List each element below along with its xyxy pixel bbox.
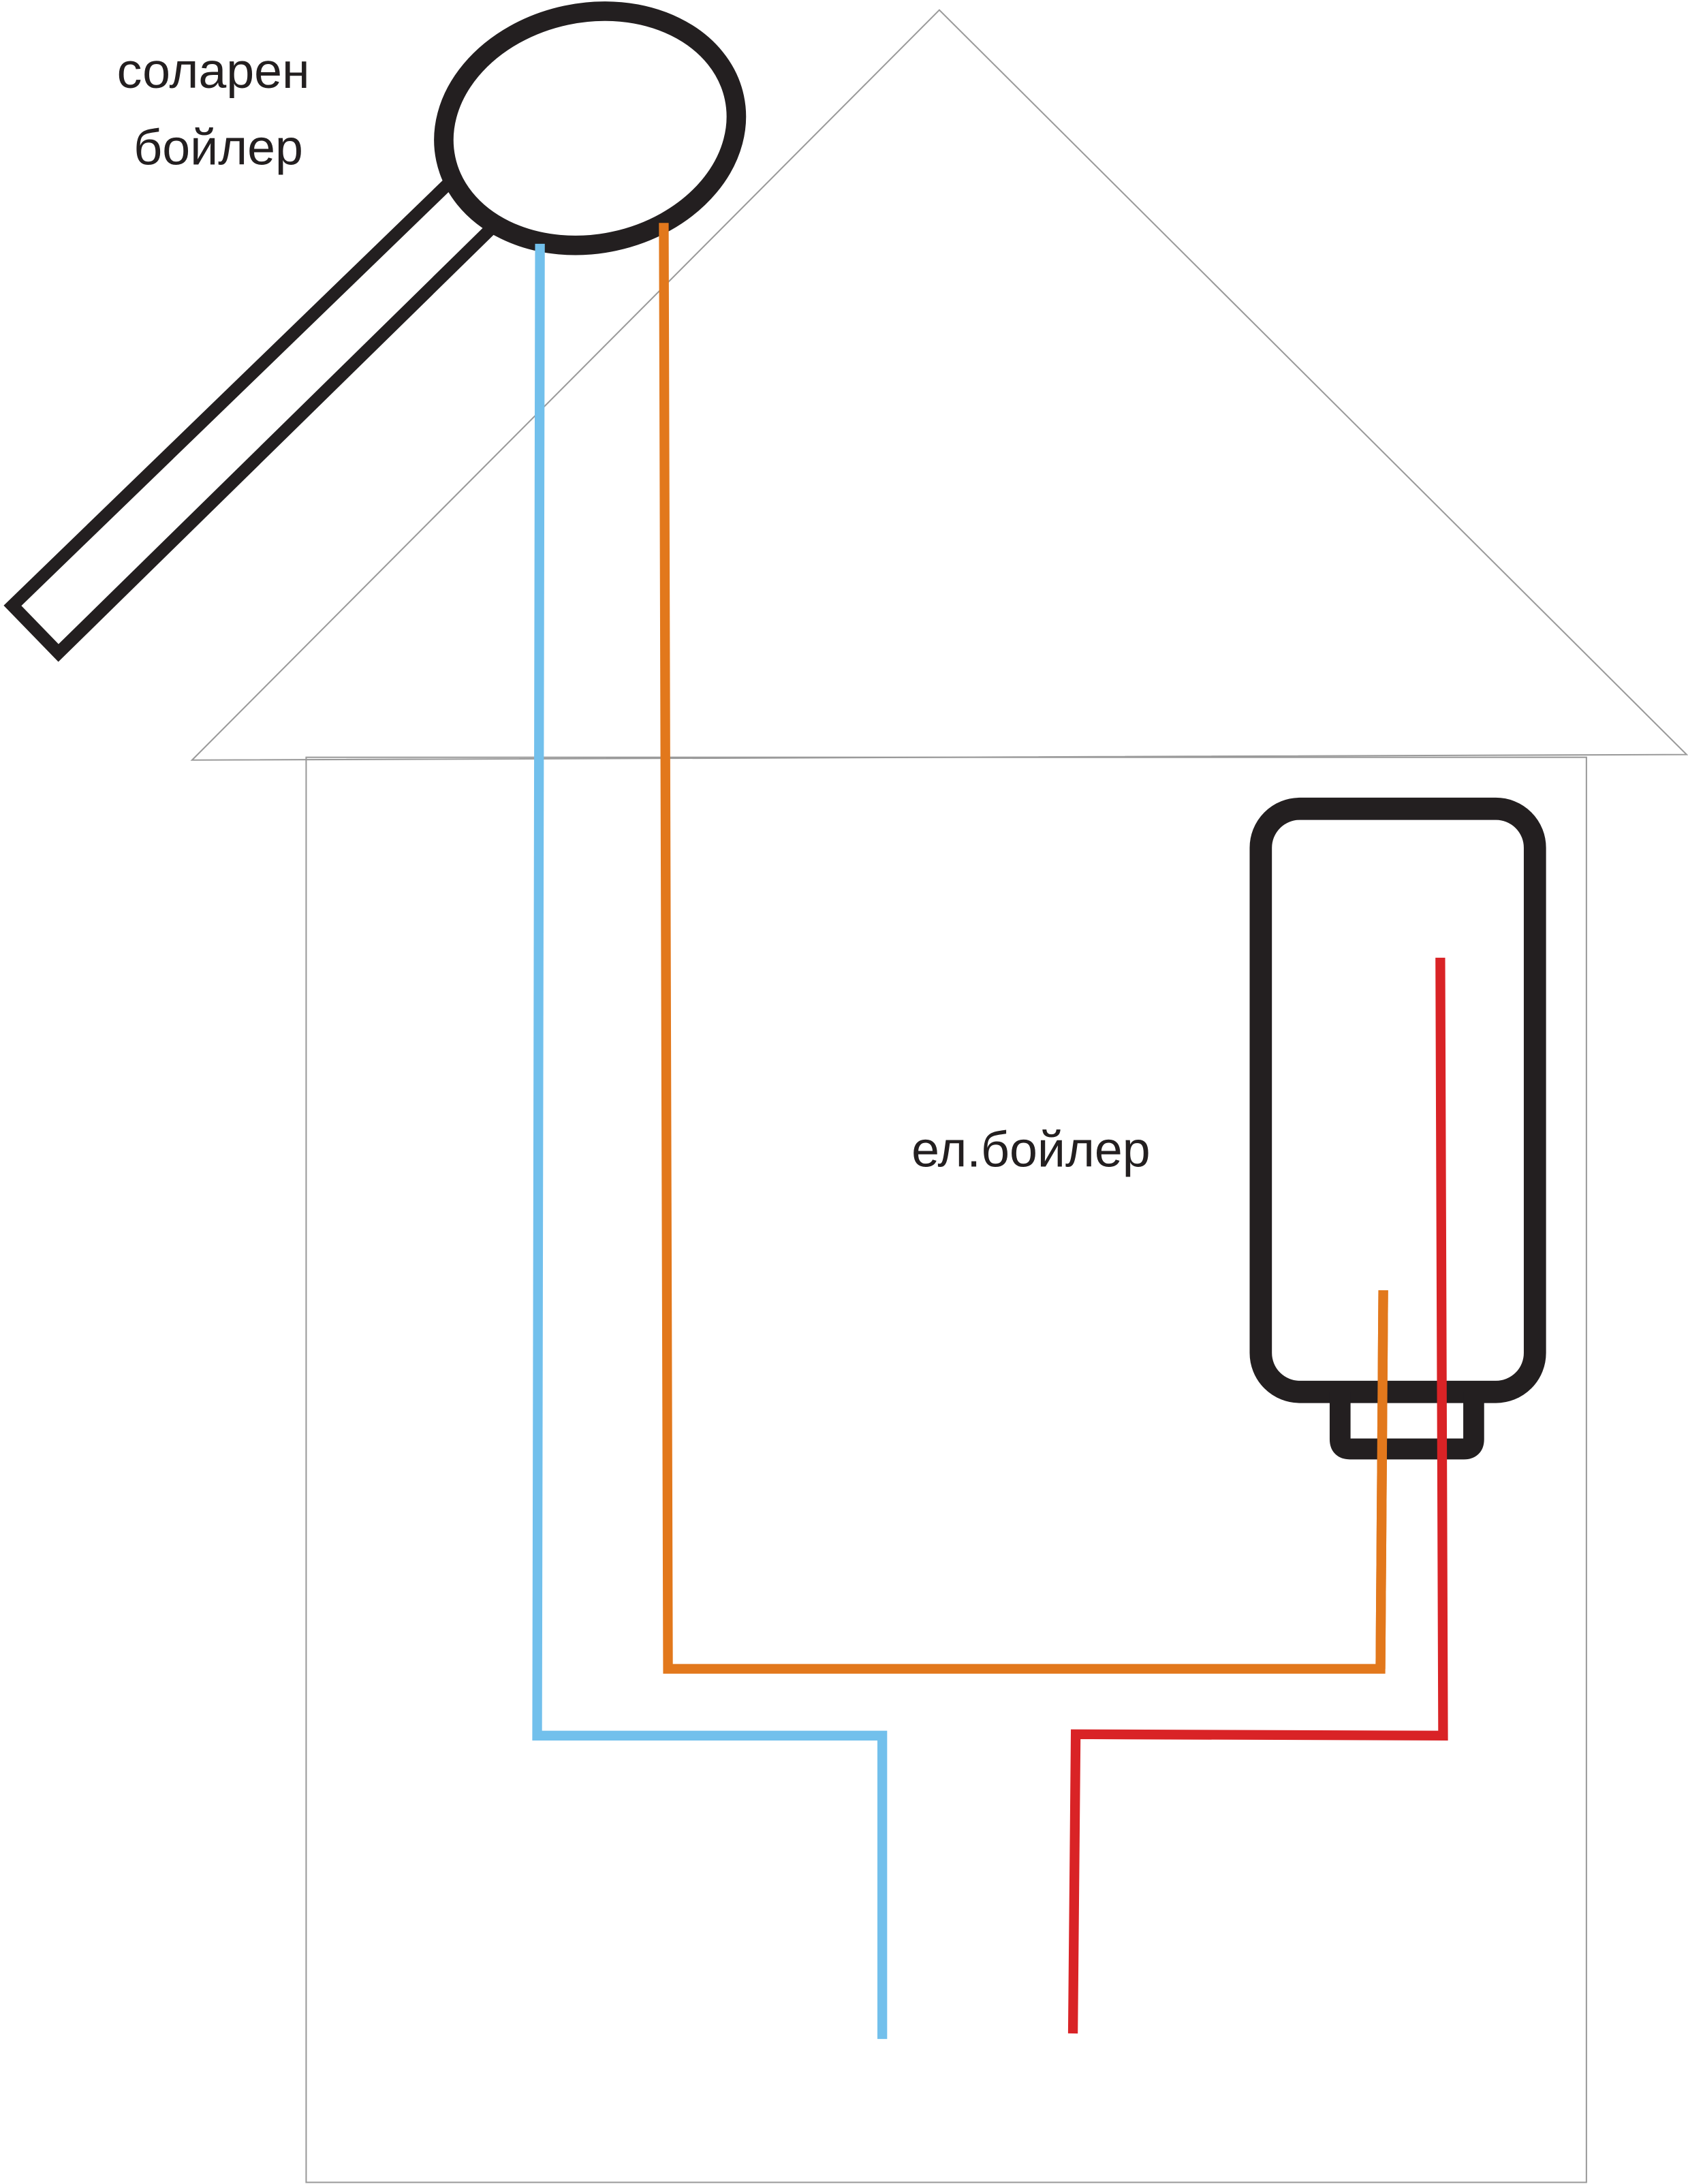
hot-water-pipe (1067, 957, 1448, 2034)
solar-hot-water-pipe-inlet (1375, 1290, 1388, 1669)
solar-boiler-label-line2: бойлер (134, 119, 303, 175)
electric-boiler-label: ел.бойлер (911, 1121, 1151, 1177)
collector-joint (446, 176, 499, 230)
house-walls (305, 756, 1587, 2183)
solar-boiler-tank (434, 1, 747, 255)
electric-boiler-base (1329, 1392, 1484, 1460)
solar-hot-water-pipe (659, 223, 1388, 1674)
solar-boiler-label-line1: соларен (117, 42, 310, 99)
cold-water-pipe (532, 243, 888, 2040)
electric-boiler-tank (1249, 797, 1546, 1403)
solar-collector-panel (3, 172, 503, 662)
house-roof (190, 9, 1688, 761)
